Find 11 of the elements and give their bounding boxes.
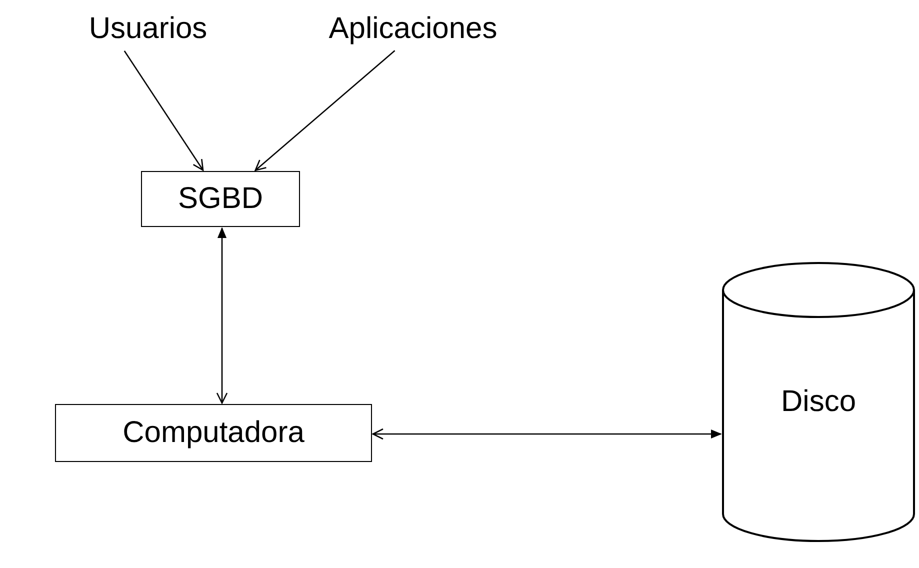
node-label: Disco [780, 385, 856, 419]
arrow [216, 227, 228, 404]
node-label: Computadora [122, 416, 304, 450]
process-box [55, 404, 372, 462]
process-box [141, 171, 300, 227]
node-label: SGBD [178, 182, 264, 216]
arrow [124, 50, 204, 171]
source-label: Usuarios [88, 12, 208, 46]
arrow [254, 50, 396, 171]
arrow [372, 428, 722, 440]
source-label: Aplicaciones [328, 12, 498, 46]
